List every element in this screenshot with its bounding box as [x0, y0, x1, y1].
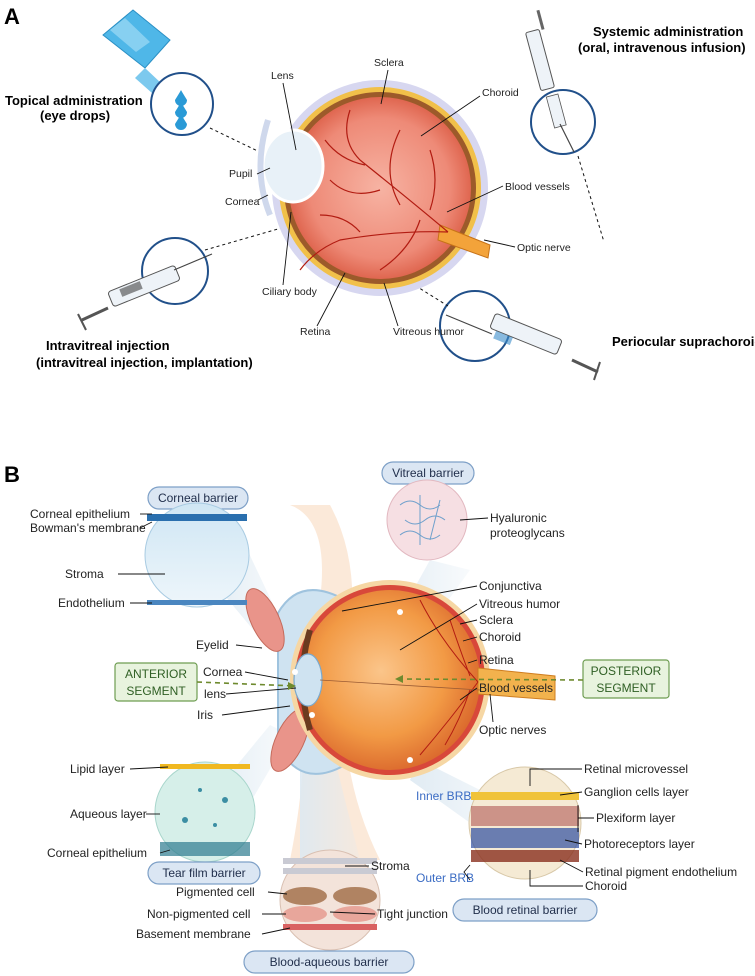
- blood-aqueous-barrier-title: Blood-aqueous barrier: [270, 955, 389, 969]
- aqueous-stroma-label: Stroma: [371, 859, 410, 873]
- panel-a-letter: A: [4, 4, 20, 29]
- label-optic-nerve-a: Optic nerve: [517, 242, 571, 254]
- lens-label-b: lens: [204, 687, 226, 701]
- aqueous-layer-label: Aqueous layer: [70, 807, 147, 821]
- blood-retinal-barrier-title: Blood retinal barrier: [473, 903, 578, 917]
- tear-film-barrier-pill: [147, 861, 261, 885]
- cornea-label-b: Cornea: [203, 665, 243, 679]
- panel-a: A Topical administration (eye drops) Sys…: [4, 4, 755, 381]
- label-lens-a: Lens: [271, 70, 294, 82]
- inner-brb-label: Inner BRB: [416, 789, 471, 803]
- eyelid-label: Eyelid: [196, 638, 229, 652]
- intravitreal-subtitle: (intravitreal injection, implantation): [36, 355, 253, 370]
- tear-epithelium-label: Corneal epithelium: [47, 846, 147, 860]
- pigmented-cell-label: Pigmented cell: [176, 885, 255, 899]
- blood-retinal-barrier-pill: [452, 898, 598, 922]
- blood-aqueous-barrier-pill: [243, 950, 415, 974]
- eye-cross-section-a: [257, 80, 491, 296]
- posterior-segment-box: [582, 659, 670, 699]
- vitreal-barrier-title: Vitreal barrier: [392, 466, 464, 480]
- label-blood-vessels-a: Blood vessels: [505, 181, 570, 193]
- bowmans-membrane-label: Bowman's membrane: [30, 521, 146, 535]
- anterior-line1: ANTERIOR: [125, 667, 187, 681]
- tear-epithelium-band: [160, 842, 250, 856]
- corneal-epithelium-label: Corneal epithelium: [30, 507, 130, 521]
- corneal-epithelium-band: [147, 514, 247, 521]
- eye-drop-icon: [175, 90, 187, 130]
- lipid-layer-label: Lipid layer: [70, 762, 125, 776]
- eye-drop-bottle-icon: [102, 9, 171, 93]
- rpe-label: Retinal pigment endothelium: [585, 865, 737, 879]
- choroid-label-b: Choroid: [479, 630, 521, 644]
- retinal-microvessel-label: Retinal microvessel: [584, 762, 688, 776]
- hyaluronic-label: Hyaluronic: [490, 511, 547, 525]
- periocular-title: Periocular suprachoroid: [612, 334, 755, 349]
- label-vitreous-humor-a: Vitreous humor: [393, 326, 465, 338]
- systemic-subtitle: (oral, intravenous infusion): [578, 40, 746, 55]
- stroma-label: Stroma: [65, 567, 104, 581]
- photoreceptors-label: Photoreceptors layer: [584, 837, 695, 851]
- label-cornea-a: Cornea: [225, 196, 260, 208]
- sclera-label-b: Sclera: [479, 613, 513, 627]
- endothelium-label: Endothelium: [58, 596, 125, 610]
- posterior-arrow: [394, 678, 584, 681]
- iris-label-b: Iris: [197, 708, 213, 722]
- topical-subtitle: (eye drops): [40, 108, 110, 123]
- blood-vessels-label-b: Blood vessels: [479, 681, 553, 695]
- corneal-endothelium-band: [147, 600, 247, 605]
- plexiform-label: Plexiform layer: [596, 811, 675, 825]
- ganglion-label: Ganglion cells layer: [584, 785, 689, 799]
- retina-label-b: Retina: [479, 653, 514, 667]
- basement-membrane-label: Basement membrane: [136, 927, 251, 941]
- corneal-barrier-title: Corneal barrier: [158, 491, 238, 505]
- label-retina-a: Retina: [300, 326, 331, 338]
- conjunctiva-label: Conjunctiva: [479, 579, 542, 593]
- topical-route-line: [209, 127, 269, 157]
- retinal-vessels: [299, 109, 449, 271]
- topical-title: Topical administration: [5, 93, 143, 108]
- vitreal-barrier-circle: [386, 479, 468, 561]
- systemic-route-line: [577, 155, 605, 243]
- corneal-barrier-circle: [144, 502, 250, 608]
- tight-junction-label: Tight junction: [377, 907, 448, 921]
- intravitreal-title: Intravitreal injection: [46, 338, 170, 353]
- tear-film-barrier-title: Tear film barrier: [162, 866, 245, 880]
- non-pigmented-cell-label: Non-pigmented cell: [147, 907, 250, 921]
- posterior-line2: SEGMENT: [596, 681, 656, 695]
- optic-nerves-label: Optic nerves: [479, 723, 546, 737]
- systemic-title: Systemic administration: [593, 24, 743, 39]
- outer-brb-label: Outer BRB: [416, 871, 474, 885]
- panel-b-letter: B: [4, 462, 20, 487]
- proteoglycan-strands: [399, 495, 446, 545]
- label-choroid-a: Choroid: [482, 87, 519, 99]
- label-ciliary-body-a: Ciliary body: [262, 286, 318, 298]
- label-sclera-a: Sclera: [374, 57, 404, 69]
- anterior-line2: SEGMENT: [126, 684, 186, 698]
- anterior-arrow: [196, 681, 297, 687]
- eye-cross-section-b: [245, 580, 556, 780]
- posterior-line1: POSTERIOR: [591, 664, 662, 678]
- panel-b: B: [4, 461, 737, 974]
- retinal-choroid-label: Choroid: [585, 879, 627, 893]
- proteoglycans-label: proteoglycans: [490, 526, 565, 540]
- label-pupil-a: Pupil: [229, 168, 252, 180]
- lipid-band: [160, 764, 250, 769]
- periocular-syringe-icon: [445, 313, 601, 381]
- vitreous-humor-label-b: Vitreous humor: [479, 597, 560, 611]
- intravitreal-syringe-icon: [77, 253, 213, 331]
